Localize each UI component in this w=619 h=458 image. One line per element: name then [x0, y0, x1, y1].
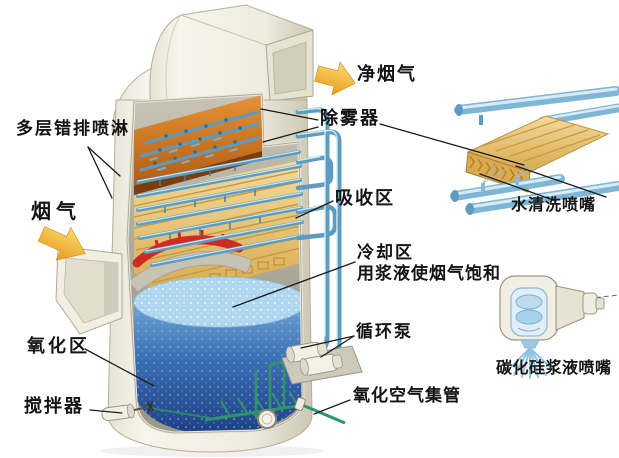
mist-eliminator-zone [134, 95, 262, 195]
label-water-wash-nozzle: 水清洗喷嘴 [511, 195, 597, 214]
flue-gas-arrow [37, 226, 86, 261]
wash-spray-lines [482, 161, 538, 184]
spray-nozzle-ticks [159, 165, 261, 240]
manhole-porthole [257, 409, 277, 429]
inlet-duct [55, 245, 123, 335]
clean-gas-arrow [314, 61, 356, 96]
label-absorption-zone: 吸收区 [335, 188, 395, 209]
outlet-duct [149, 4, 314, 109]
label-circulation-pump: 循环泵 [356, 322, 413, 342]
absorber-tower [55, 4, 363, 453]
wash-nozzles [481, 177, 519, 191]
label-flue-gas: 烟气 [31, 199, 81, 223]
nozzle-cutaway [510, 287, 548, 337]
label-sic-slurry-nozzle: 碳化硅浆液喷嘴 [496, 358, 612, 377]
pipe-flange [294, 397, 306, 411]
air-header-stub [294, 397, 346, 425]
leader-lines [84, 108, 607, 415]
label-cooling-zone-note: 用浆液使烟气饱和 [357, 264, 501, 284]
nozzle-spray [505, 347, 555, 379]
label-clean-flue-gas: 净烟气 [357, 64, 417, 85]
demister-nozzles [153, 118, 242, 165]
inlet-ledge [127, 251, 253, 293]
wash-header-nozzle [479, 115, 483, 125]
label-multilayer-spray: 多层错排喷淋 [16, 119, 130, 139]
circulation-pumps [281, 341, 363, 385]
slurry-pool [133, 276, 303, 433]
pump-2 [299, 353, 343, 376]
label-oxidation-air-header: 氧化空气集管 [353, 386, 461, 406]
spray-headers [136, 137, 304, 267]
sic-nozzle-detail [499, 275, 619, 379]
label-cooling-zone: 冷却区 [357, 243, 414, 263]
mist-eliminator-detail [450, 86, 619, 215]
support-ring-red [132, 235, 244, 268]
label-mist-eliminator: 除雾器 [320, 108, 380, 129]
label-oxidation-zone: 氧化区 [27, 336, 90, 357]
spray-droplets [149, 137, 238, 171]
label-agitator: 搅拌器 [24, 396, 84, 417]
